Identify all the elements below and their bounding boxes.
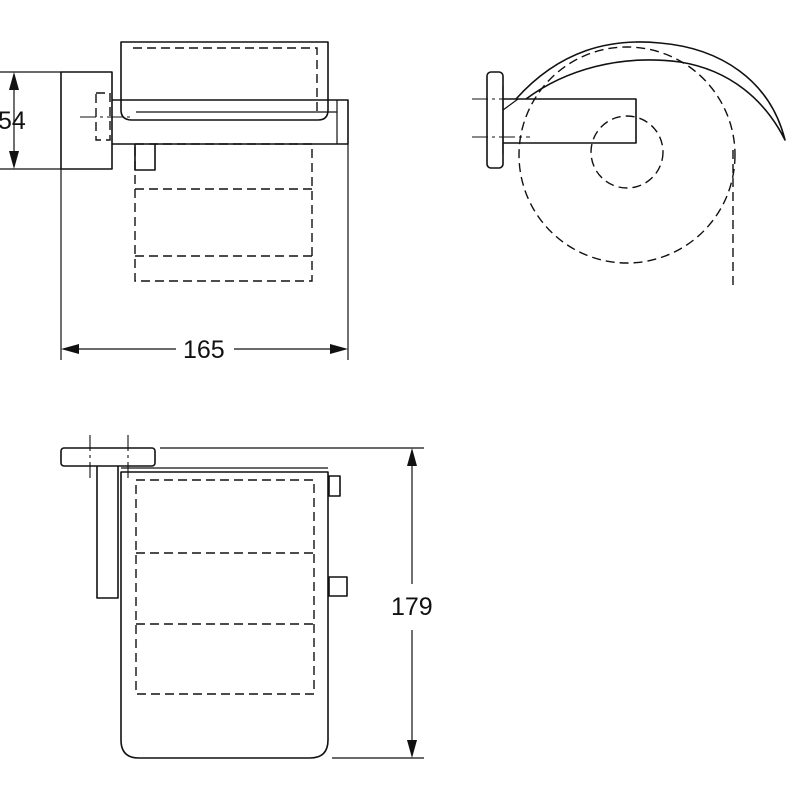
top-paper-roll: [135, 479, 315, 695]
front-screw: [95, 92, 111, 141]
dimension-height: 179: [391, 448, 433, 758]
front-arm: [112, 99, 349, 145]
top-cover: [120, 471, 329, 759]
top-knob-lower: [328, 576, 348, 597]
dimension-depth: 54: [0, 71, 61, 170]
dimension-depth-label: 54: [0, 107, 26, 135]
front-view: 54 165: [0, 41, 349, 364]
side-cover: [515, 41, 786, 141]
front-paper-roll: [134, 143, 313, 282]
front-wall-plate: [60, 71, 113, 170]
side-roll-core: [590, 115, 664, 189]
top-view: 179: [60, 435, 433, 759]
top-wall-plate: [60, 447, 156, 467]
side-arm: [503, 98, 637, 144]
dimension-width-label: 165: [183, 336, 225, 364]
front-cover: [120, 41, 329, 121]
dimension-width: 165: [60, 144, 349, 364]
top-arm: [96, 466, 119, 599]
front-bracket: [134, 144, 156, 171]
side-wall-plate: [486, 71, 504, 169]
front-cover-paper-edge: [133, 47, 318, 112]
top-knob-upper: [328, 475, 341, 497]
side-view: [472, 41, 786, 285]
dimension-height-label: 179: [391, 593, 433, 621]
side-paper-roll: [518, 46, 736, 264]
